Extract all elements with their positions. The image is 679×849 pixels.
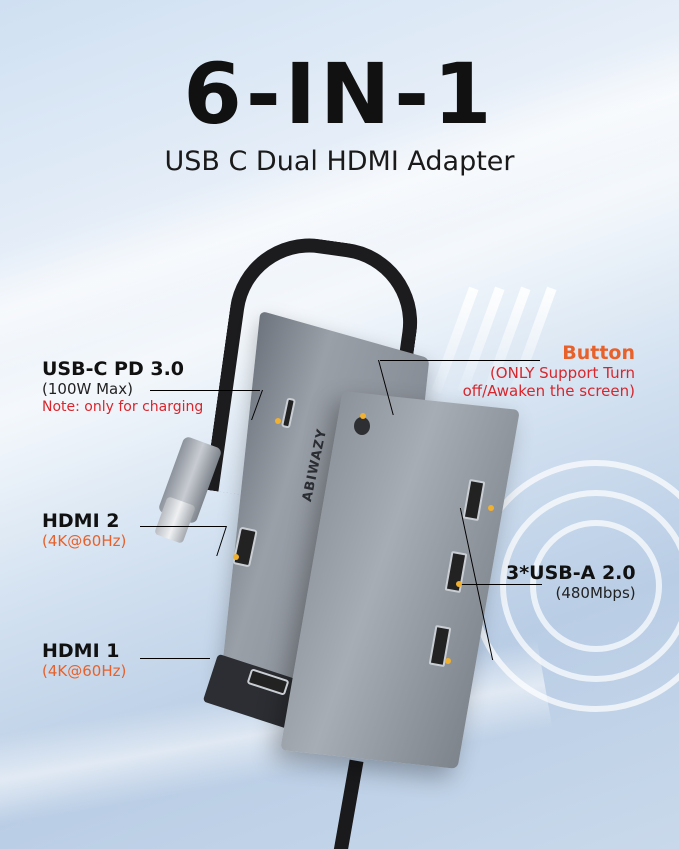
callout-title: HDMI 2 xyxy=(42,510,120,532)
callout-detail: (4K@60Hz) xyxy=(42,662,127,680)
callout-title: Button xyxy=(562,342,635,364)
callout-usb-a: 3*USB-A 2.0 (480Mbps) xyxy=(506,562,636,602)
callout-detail: (ONLY Support Turn xyxy=(489,364,635,382)
hub-cable-bottom xyxy=(330,759,364,849)
callout-button: Button (ONLY Support Turn off/Awaken the… xyxy=(463,342,635,400)
leader-dot xyxy=(233,554,239,560)
callout-hdmi2: HDMI 2 (4K@60Hz) xyxy=(42,510,126,550)
callout-hdmi1: HDMI 1 (4K@60Hz) xyxy=(42,640,126,680)
leader-dot xyxy=(456,581,462,587)
headline: 6-IN-1 xyxy=(183,45,496,143)
leader-dot xyxy=(275,418,281,424)
leader-dot xyxy=(488,505,494,511)
leader-line-usba xyxy=(458,584,542,585)
leader-line-hdmi1 xyxy=(140,658,210,659)
leader-line-button xyxy=(380,360,540,361)
leader-line-hdmi2 xyxy=(140,526,226,527)
callout-detail: off/Awaken the screen) xyxy=(462,382,635,400)
callout-title: HDMI 1 xyxy=(42,640,120,662)
leader-dot xyxy=(445,658,451,664)
callout-detail: (480Mbps) xyxy=(555,584,636,602)
power-button xyxy=(354,417,370,435)
subheadline: USB C Dual HDMI Adapter xyxy=(164,146,515,177)
callout-usbc-pd: USB-C PD 3.0 (100W Max) Note: only for c… xyxy=(42,358,203,416)
callout-detail: (4K@60Hz) xyxy=(42,532,127,550)
callout-detail: (100W Max) xyxy=(42,380,133,398)
callout-title: 3*USB-A 2.0 xyxy=(506,562,636,584)
callout-title: USB-C PD 3.0 xyxy=(42,358,185,380)
leader-line-usbc xyxy=(150,390,260,391)
leader-line-hdmi2 xyxy=(216,526,227,556)
callout-note: Note: only for charging xyxy=(42,399,204,415)
leader-dot xyxy=(360,413,366,419)
